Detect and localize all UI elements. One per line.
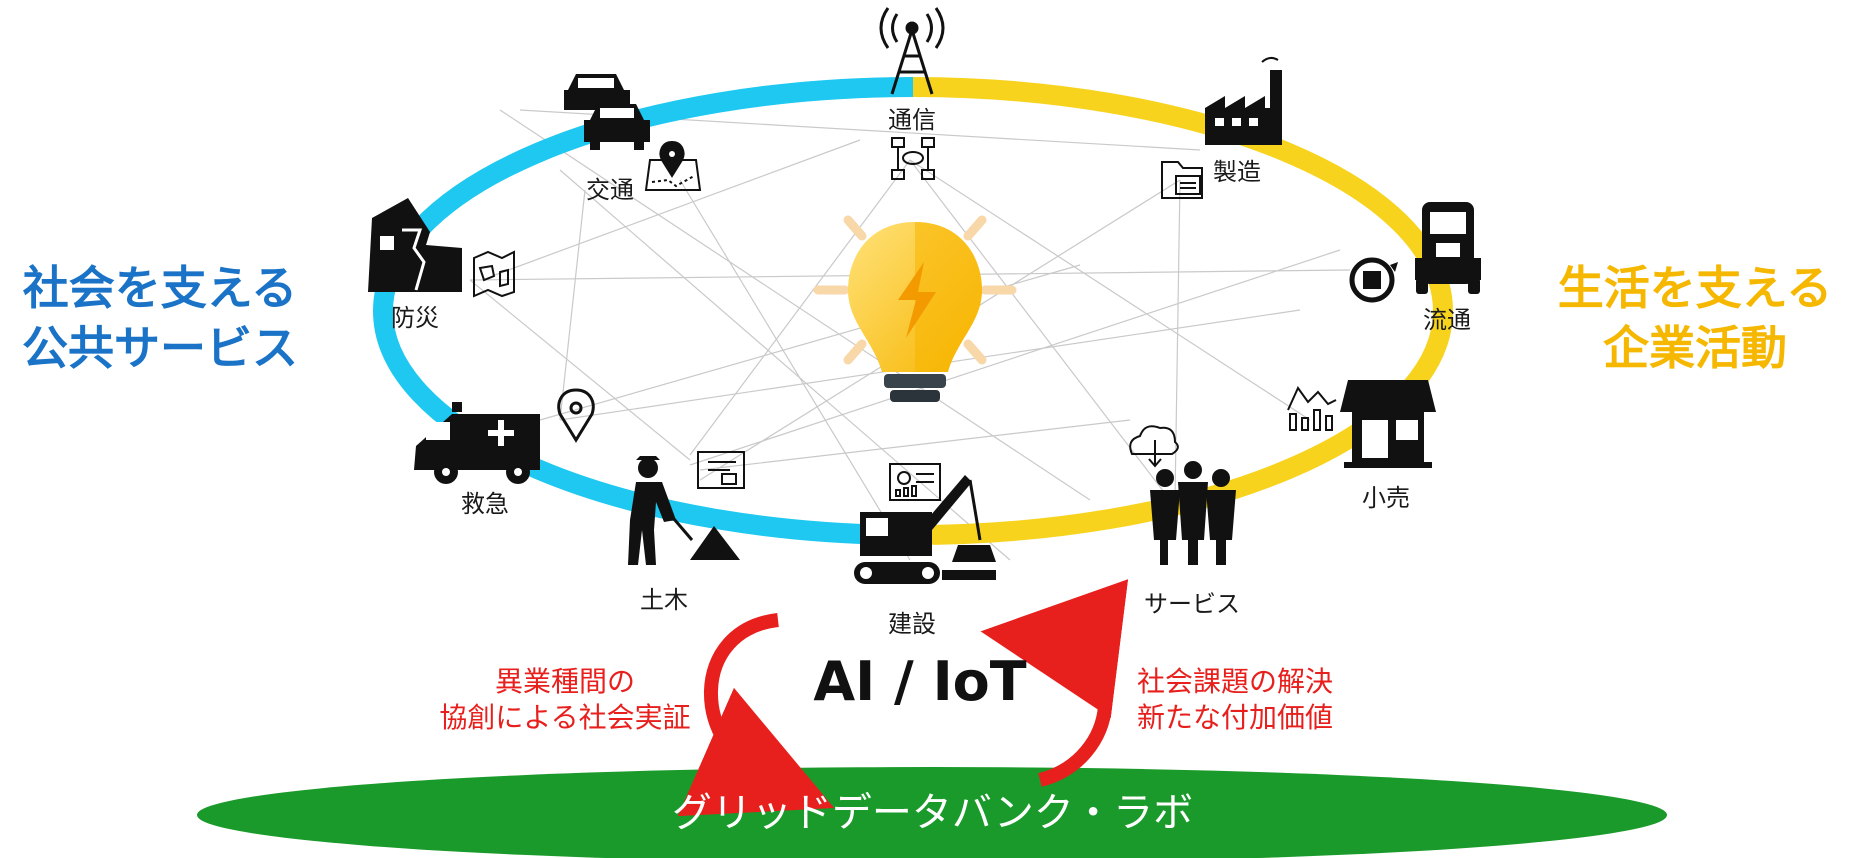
world-map-icon (473, 250, 515, 298)
co-creation-note: 異業種間の 協創による社会実証 (420, 664, 710, 736)
cloud-download-icon (1129, 425, 1179, 468)
network-nodes-icon (891, 137, 935, 180)
co-creation-line-1: 異業種間の (494, 665, 635, 698)
truck-icon (1415, 202, 1481, 294)
node-label-kouri: 小売 (1362, 484, 1410, 512)
co-creation-line-2: 協創による社会実証 (439, 701, 691, 734)
map-pin-icon (557, 388, 595, 443)
node-label-tsushin: 通信 (888, 106, 936, 134)
collapsed-house-icon (368, 198, 462, 292)
folder-document-icon (1161, 161, 1203, 199)
node-label-ryutsu: 流通 (1423, 306, 1471, 334)
right-cycle-arrow (980, 579, 1129, 787)
construction-worker-icon (628, 456, 740, 565)
factory-icon (1205, 56, 1282, 145)
antenna-tower-icon (879, 7, 945, 95)
cars-icon (564, 74, 650, 150)
node-label-kensetsu: 建設 (888, 610, 936, 638)
ai-iot-label: AI / IoT (813, 650, 1027, 713)
package-cycle-icon (1349, 257, 1398, 303)
node-label-seizo: 製造 (1213, 158, 1261, 186)
node-label-doboku: 土木 (640, 586, 688, 614)
node-label-bousai: 防災 (391, 304, 439, 332)
lab-platform (197, 767, 1667, 858)
crane-icon (854, 475, 996, 584)
lab-name: グリッドデータバンク・ラボ (671, 790, 1194, 836)
node-label-koutsu: 交通 (586, 176, 634, 204)
business-heading-line-2: 企業活動 (1603, 321, 1787, 375)
market-chart-icon (1287, 386, 1337, 431)
value-creation-line-2: 新たな付加価値 (1136, 701, 1333, 734)
business-heading-line-1: 生活を支える (1557, 261, 1833, 315)
ambulance-icon (414, 402, 540, 484)
value-creation-line-1: 社会課題の解決 (1136, 665, 1333, 698)
route-map-icon (644, 140, 702, 191)
lightbulb-icon (813, 215, 1017, 402)
storefront-icon (1340, 380, 1436, 468)
analytics-board-icon (889, 463, 941, 501)
node-label-service: サービス (1144, 590, 1240, 618)
value-creation-note: 社会課題の解決 新たな付加価値 (1110, 664, 1360, 736)
business-activity-heading: 生活を支える 企業活動 (1545, 258, 1845, 378)
public-heading-line-2: 公共サービス (22, 321, 298, 375)
blueprint-icon (697, 451, 745, 489)
node-label-kyukyu: 救急 (461, 490, 509, 518)
public-services-heading: 社会を支える 公共サービス (10, 258, 310, 378)
public-heading-line-1: 社会を支える (22, 261, 298, 315)
left-cycle-arrow (677, 613, 835, 816)
service-staff-icon (1150, 461, 1236, 565)
